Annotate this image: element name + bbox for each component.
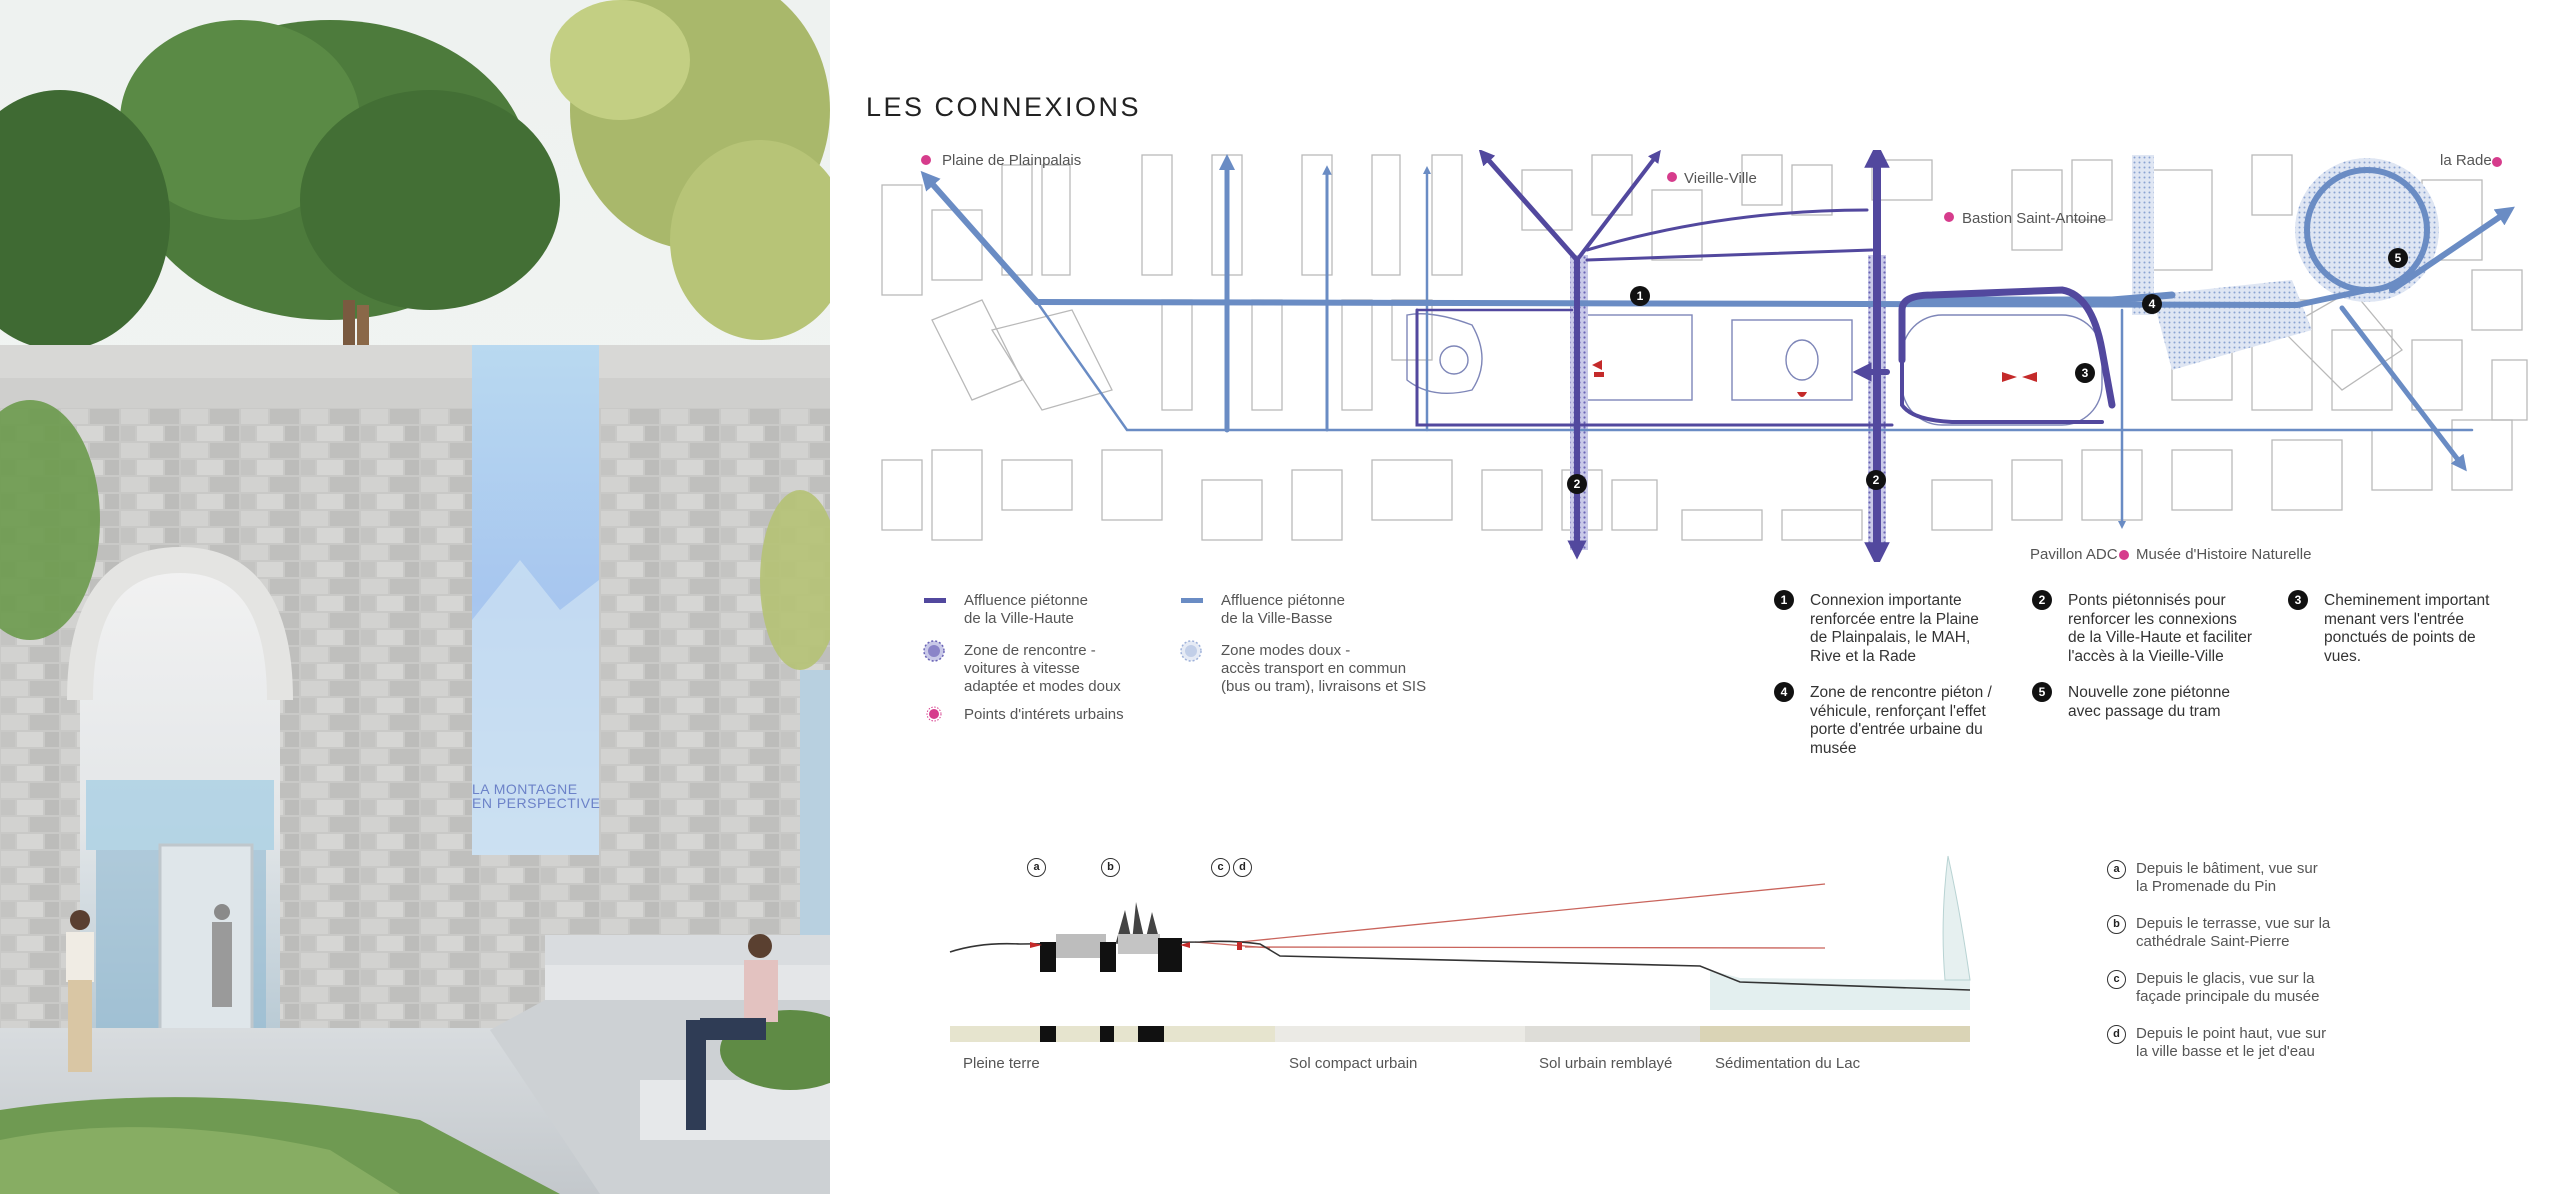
soil-label-remblaye: Sol urbain remblayé: [1539, 1055, 1673, 1072]
soil-label-compact: Sol compact urbain: [1289, 1055, 1418, 1072]
legend-points: Points d'intérets urbains: [964, 706, 1124, 723]
ville-basse-routes: [920, 153, 2515, 530]
section-marker-b: b: [1101, 858, 1120, 877]
connections-map: 1 2 2 3 4 5 Plaine de Plainpalais Vieill…: [872, 142, 2532, 568]
soil-sedimentation: [1700, 1026, 1970, 1042]
soil-label-pleine-terre: Pleine terre: [963, 1055, 1040, 1072]
map-badge-3: 3: [2075, 363, 2095, 383]
page-title: LES CONNEXIONS: [866, 92, 1142, 122]
section-marker-d: d: [1233, 858, 1252, 877]
architectural-render: LA MONTAGNE EN PERSPECTIVE: [0, 0, 830, 1194]
map-label-vieille-ville: Vieille-Ville: [1684, 170, 1757, 187]
view-markers: [1592, 360, 2037, 397]
building-grey: [1056, 934, 1106, 958]
soil-remblaye: [1525, 1026, 1700, 1042]
map-svg: [872, 142, 2532, 568]
view-badge-b: b: [2107, 915, 2126, 934]
terrain-section: [949, 855, 1971, 1042]
building-black-2: [1100, 942, 1116, 972]
zone-rond-point: [2295, 158, 2439, 302]
zone-modes-doux-north: [2132, 155, 2154, 315]
legend-swatch-interest: [926, 706, 942, 722]
render-illustration: [0, 0, 830, 1194]
section-marker-a: a: [1027, 858, 1046, 877]
map-badge-2-east: 2: [1866, 470, 1886, 490]
note-4: Zone de rencontre piéton /véhicule, renf…: [1810, 684, 1992, 757]
legend-swatch-modes-doux: [1180, 640, 1202, 662]
interest-points: [921, 155, 2502, 560]
view-badge-c: c: [2107, 970, 2126, 989]
map-label-bastion: Bastion Saint-Antoine: [1962, 210, 2107, 227]
jet-d-eau: [1942, 855, 1971, 981]
banner-text: LA MONTAGNE EN PERSPECTIVE: [472, 782, 602, 810]
legend-swatch-ville-haute: [924, 598, 946, 603]
note-badge-4: 4: [1774, 682, 1794, 702]
map-label-musee: Musée d'Histoire Naturelle: [2136, 546, 2312, 563]
sightlines: [1194, 883, 1826, 949]
map-badge-2-west: 2: [1567, 474, 1587, 494]
banner-text-line1: LA MONTAGNE: [472, 781, 578, 797]
building-black-3: [1158, 938, 1182, 972]
lake: [1710, 970, 1970, 1010]
view-badge-a: a: [2107, 860, 2126, 879]
legend-swatch-rencontre: [923, 640, 945, 662]
building-black-1: [1040, 942, 1056, 972]
map-label-pavillon: Pavillon ADC: [2030, 546, 2118, 563]
map-badge-4: 4: [2142, 294, 2162, 314]
note-badge-1: 1: [1774, 590, 1794, 610]
map-label-rade: la Rade: [2440, 152, 2492, 169]
view-badge-d: d: [2107, 1025, 2126, 1044]
banner-text-line2: EN PERSPECTIVE: [472, 795, 601, 811]
ville-haute-routes: [1415, 142, 2116, 568]
ground-line: [949, 940, 1971, 991]
section-marker-c: c: [1211, 858, 1230, 877]
legend-modes-doux: Zone modes doux -accès transport en comm…: [1221, 642, 1427, 695]
soil-label-sedimentation: Sédimentation du Lac: [1715, 1055, 1861, 1072]
map-label-plainpalais: Plaine de Plainpalais: [942, 152, 1082, 169]
note-badge-3: 3: [2288, 590, 2308, 610]
map-badge-1: 1: [1630, 286, 1650, 306]
legend-swatch-ville-basse: [1181, 598, 1203, 603]
soil-compact: [1275, 1026, 1525, 1042]
building-footprints: [881, 154, 2528, 541]
note-badge-5: 5: [2032, 682, 2052, 702]
cathedral: [1116, 902, 1160, 942]
map-badge-5: 5: [2388, 248, 2408, 268]
note-badge-2: 2: [2032, 590, 2052, 610]
